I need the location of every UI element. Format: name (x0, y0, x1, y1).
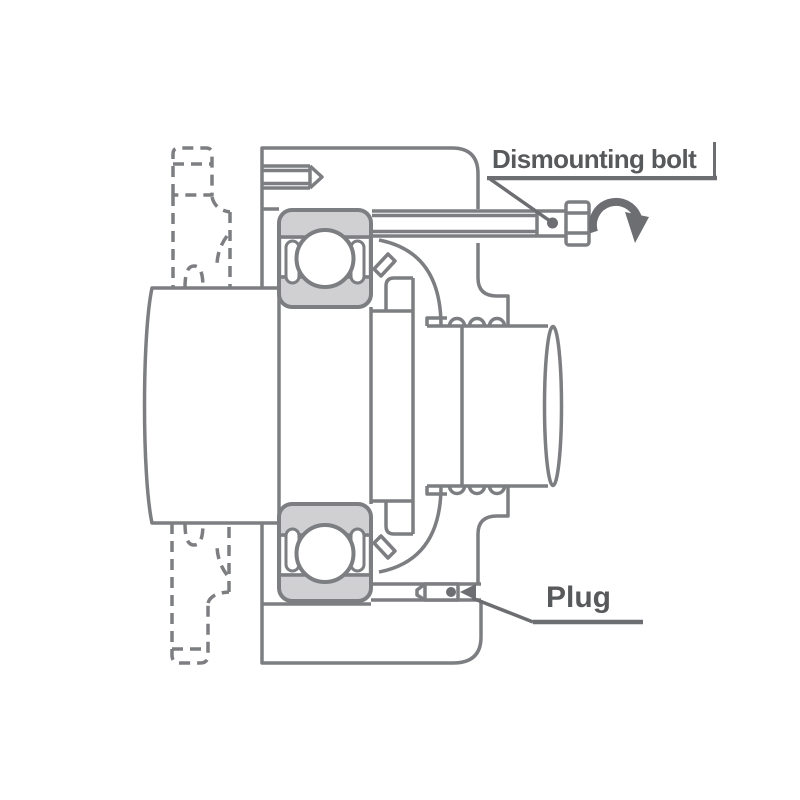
set-screw (262, 164, 324, 190)
shaft-end (542, 324, 564, 488)
ball (294, 228, 356, 289)
bolt-head (564, 200, 591, 247)
plug-label: Plug (533, 569, 667, 617)
leader-dot (446, 587, 456, 597)
plug-label-text: Plug (546, 581, 611, 614)
housing (260, 146, 510, 665)
plug-leader-line (471, 596, 534, 624)
locknut-slots-top (447, 316, 507, 327)
lockwasher-tab-top (372, 252, 397, 278)
adapter-sleeve-locknut (369, 252, 564, 560)
leader-arrowhead (460, 584, 476, 600)
shaft (142, 286, 281, 525)
dismounting-bolt-label: Dismounting bolt (487, 142, 716, 176)
locknut-slots-bottom (447, 485, 507, 496)
phantom-pulley (170, 146, 232, 665)
dismounting-leader-line (488, 177, 552, 223)
plug-assembly (371, 582, 481, 602)
rotation-arrow-icon (588, 197, 649, 243)
bearing-bottom (277, 502, 373, 603)
annotations (471, 175, 717, 625)
ball (294, 523, 356, 584)
bearing-top (277, 208, 373, 309)
leader-dot (547, 217, 558, 229)
lockwasher-tab-bottom (372, 534, 397, 560)
